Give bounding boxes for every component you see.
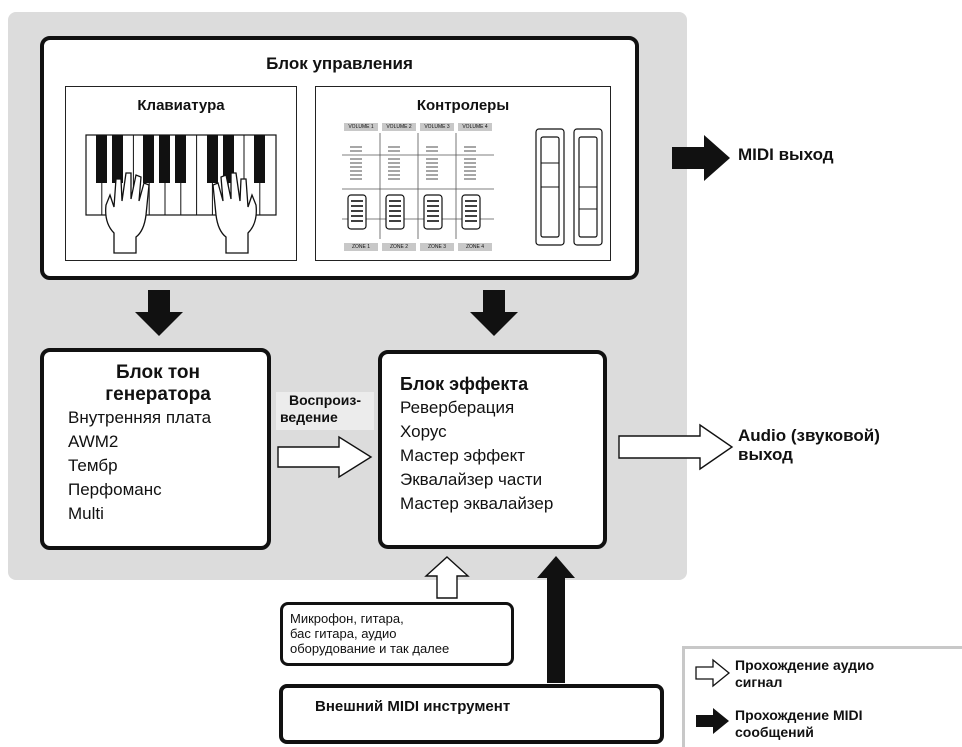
effect-item-5: Мастер эквалайзер [400,494,554,513]
playback-label-2: ведение [280,409,338,425]
external-midi-instrument-box: Внешний MIDI инструмент [279,684,664,744]
zone-label-3: ZONE 3 [420,243,454,251]
volume-label-3: VOLUME 3 [420,123,454,131]
legend-midi-label: Прохождение MIDI сообщений [735,707,863,741]
zone-label-2: ZONE 2 [382,243,416,251]
tone-generator-title-2: генератора [105,384,211,405]
keyboard-title: Клавиатура [137,97,225,114]
midi-out-label: MIDI выход [738,145,834,164]
audio-out-label: Audio (звуковой) выход [738,426,880,464]
tone-item-5: Multi [68,504,104,523]
tone-generator-block: Блок тон генератора Внутренняя плата AWM… [40,348,271,550]
effect-item-2: Хорус [400,422,447,441]
keyboard-illustration [85,134,277,254]
keyboard-panel: Клавиатура [65,86,297,261]
volume-label-1: VOLUME 1 [344,123,378,131]
volume-label-4: VOLUME 4 [458,123,492,131]
playback-label: Воспроиз- ведение [276,392,374,430]
audio-input-box: Микрофон, гитара, бас гитара, аудио обор… [280,602,514,666]
controllers-panel: Контролеры VOLUME 1 VOLUME 2 VOLUME 3 VO… [315,86,611,261]
controllers-title: Контролеры [416,97,510,114]
volume-label-2: VOLUME 2 [382,123,416,131]
legend-audio-label: Прохождение аудио сигнал [735,657,874,691]
control-block: Блок управления Клавиатура [40,36,639,280]
midi-arrow-to-effect [470,290,518,336]
legend-midi-label-1: Прохождение MIDI [735,707,863,723]
slider-array [342,133,494,239]
audio-in-arrow [424,556,470,599]
playback-label-1: Воспроиз- [288,392,362,408]
midi-arrow-to-tone [135,290,183,336]
tone-item-3: Тембр [68,456,118,475]
audio-input-line-1: Микрофон, гитара, [290,611,404,626]
tone-item-2: AWM2 [68,432,119,451]
effect-item-4: Эквалайзер части [400,470,543,489]
legend-midi-arrow-icon [696,708,729,734]
control-block-title: Блок управления [266,54,413,73]
pitch-mod-wheels [535,128,603,246]
midi-out-arrow [672,135,730,181]
audio-input-line-3: оборудование и так далее [290,641,450,656]
tone-item-4: Перфоманс [68,480,162,499]
legend-audio-label-2: сигнал [735,674,783,690]
zone-label-4: ZONE 4 [458,243,492,251]
tone-item-1: Внутренняя плата [68,408,212,427]
effect-block: Блок эффекта Реверберация Хорус Мастер э… [378,350,607,549]
zone-label-1: ZONE 1 [344,243,378,251]
audio-out-label-2: выход [738,445,793,464]
external-midi-arrow [537,556,575,683]
audio-arrow-to-effect [277,435,373,479]
effect-item-3: Мастер эффект [400,446,526,465]
audio-input-line-2: бас гитара, аудио [290,626,397,641]
legend-audio-arrow-icon [695,658,731,688]
legend-audio-label-1: Прохождение аудио [735,657,875,673]
legend: Прохождение аудио сигнал Прохождение MID… [682,646,962,747]
effect-block-title: Блок эффекта [400,374,529,394]
legend-midi-label-2: сообщений [735,724,814,740]
audio-out-arrow [618,423,734,471]
effect-item-1: Реверберация [400,398,515,417]
tone-generator-title-1: Блок тон [115,362,200,383]
external-midi-label: Внешний MIDI инструмент [315,698,511,715]
audio-out-label-1: Audio (звуковой) [738,426,880,445]
